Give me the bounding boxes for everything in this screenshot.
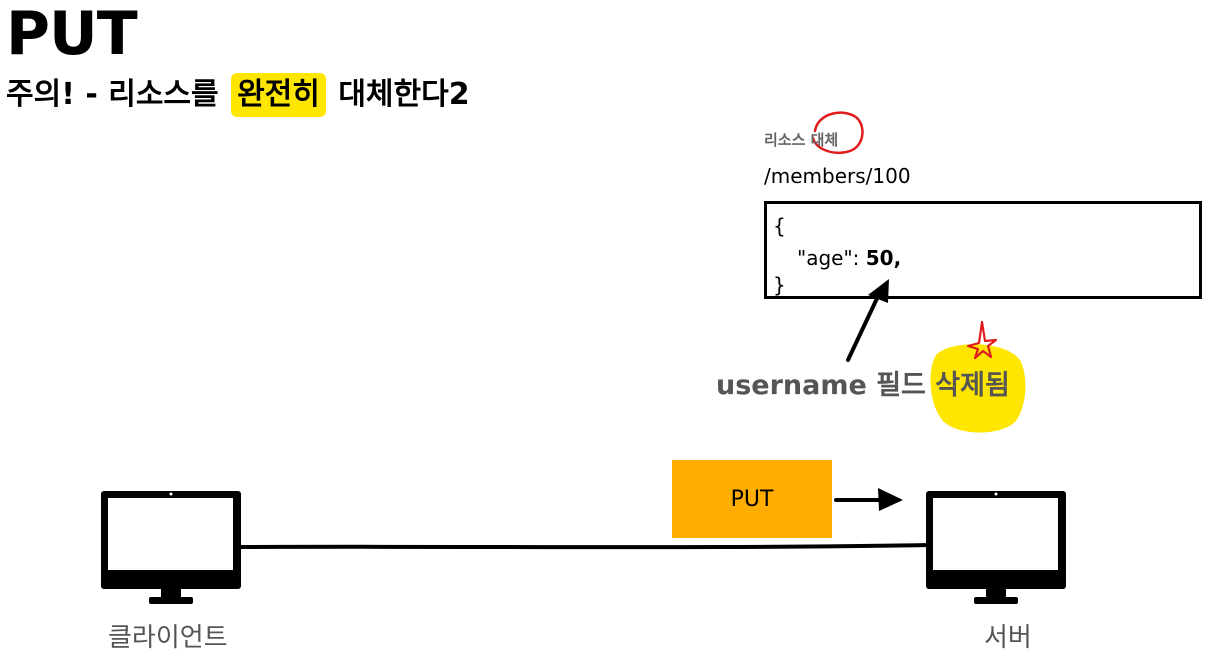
red-star-annotation xyxy=(966,320,998,360)
note-text-before: username 필드 xyxy=(716,370,936,401)
json-close-brace: } xyxy=(773,273,786,297)
subtitle-text-after: 대체한다2 xyxy=(327,77,470,112)
note-highlight-blob xyxy=(930,344,1026,433)
slide-subtitle: 주의! - 리소스를 완전히 대체한다2 xyxy=(6,73,470,117)
subtitle-highlight: 완전히 xyxy=(231,73,326,117)
client-monitor-icon xyxy=(101,491,241,604)
subtitle-text-before: 주의! - 리소스를 xyxy=(6,77,230,112)
json-age-field: "age": 50, xyxy=(797,246,901,270)
json-value: 50, xyxy=(865,246,902,270)
resource-caption: 리소스 대체 xyxy=(764,131,839,149)
note-highlight: 삭제됨 xyxy=(935,370,1010,401)
client-label: 클라이언트 xyxy=(108,623,228,653)
server-monitor-icon xyxy=(926,491,1066,604)
red-circle-annotation xyxy=(811,111,864,155)
slide-title: PUT xyxy=(6,0,138,69)
resource-path: /members/100 xyxy=(764,164,911,188)
connection-line xyxy=(238,543,932,550)
json-body-box: { "age": 50, } xyxy=(764,201,1202,299)
put-request-label: PUT xyxy=(730,486,774,512)
json-key: "age": xyxy=(797,246,866,270)
deleted-field-note: username 필드 삭제됨 xyxy=(716,366,1010,406)
put-request-box: PUT xyxy=(672,460,832,538)
json-open-brace: { xyxy=(773,214,786,238)
server-label: 서버 xyxy=(984,623,1032,653)
request-arrow xyxy=(834,488,903,511)
